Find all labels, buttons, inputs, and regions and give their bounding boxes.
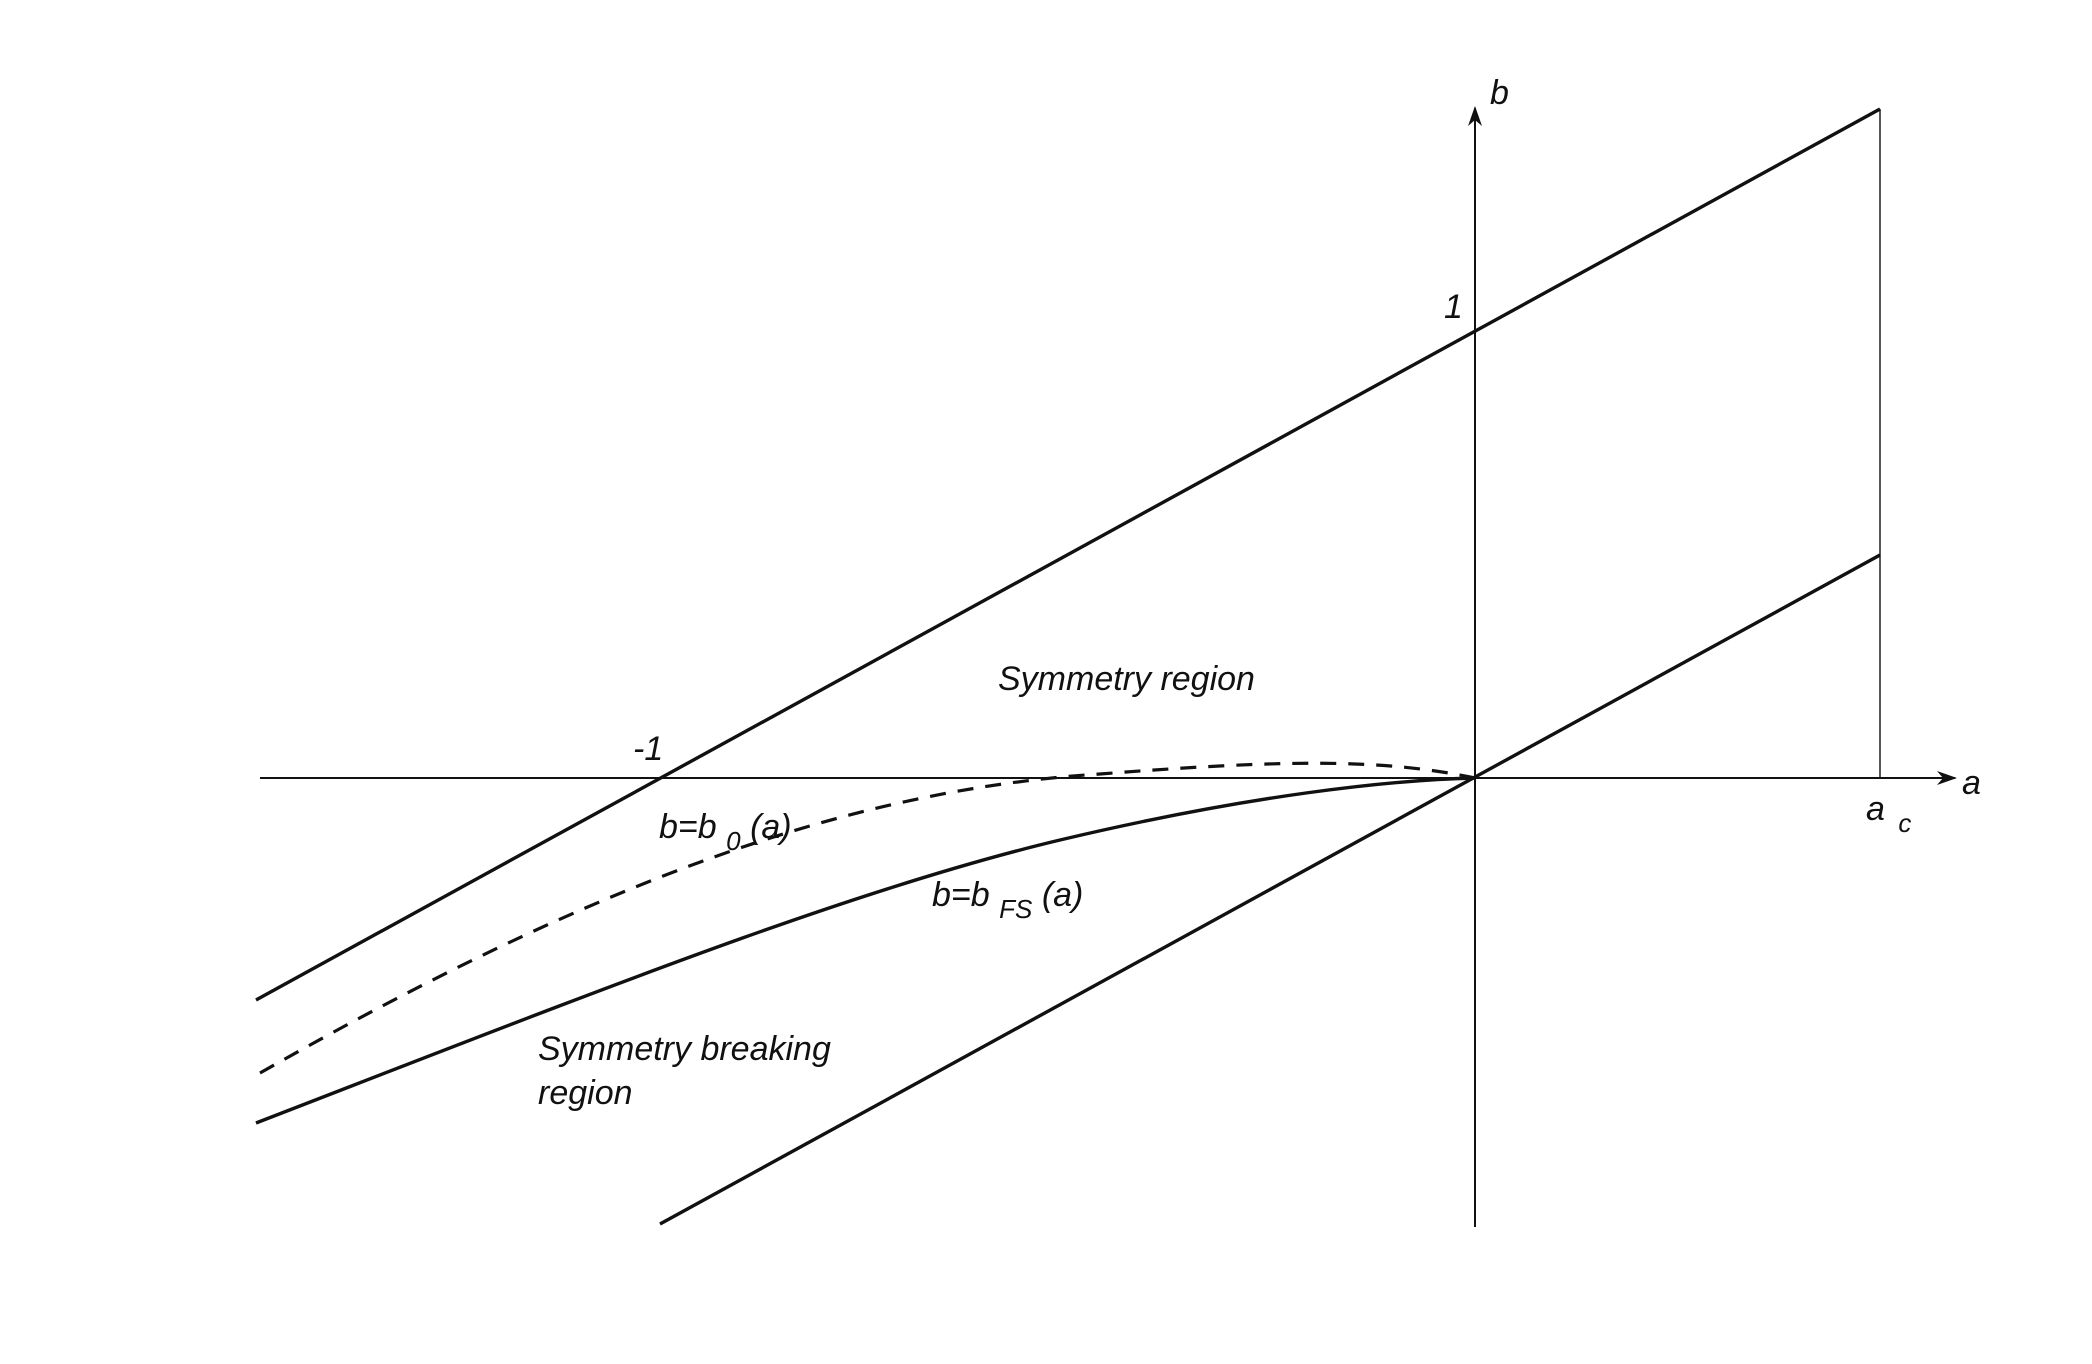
- ac-label: a c: [1866, 790, 1911, 838]
- tick-label-one: 1: [1444, 288, 1463, 326]
- ac-label-main: a: [1866, 790, 1885, 828]
- b0-curve: [259, 761, 1476, 1075]
- bfs-curve: [255, 776, 1476, 1125]
- symmetry-breaking-label-line1: Symmetry breaking: [538, 1030, 831, 1068]
- b0-label-sub: 0: [726, 826, 741, 856]
- bfs-curve-label: b=b FS (a): [932, 876, 1083, 926]
- tick-label-neg-one: -1: [633, 730, 663, 768]
- ac-label-sub: c: [1898, 808, 1911, 838]
- lower-boundary-line: [659, 553, 1881, 1226]
- upper-boundary-line: [255, 107, 1881, 1002]
- bfs-label-post: (a): [1042, 876, 1084, 914]
- b0-curve-label: b=b 0 (a): [659, 808, 792, 858]
- x-axis-label: a: [1962, 764, 1981, 802]
- b0-label-pre: b=b: [659, 808, 717, 846]
- bfs-label-sub: FS: [999, 894, 1033, 924]
- symmetry-breaking-label-line2: region: [538, 1074, 633, 1112]
- symmetry-region-label: Symmetry region: [998, 660, 1255, 698]
- y-axis-label: b: [1490, 74, 1509, 112]
- bfs-label-pre: b=b: [932, 876, 990, 914]
- b0-label-post: (a): [750, 808, 792, 846]
